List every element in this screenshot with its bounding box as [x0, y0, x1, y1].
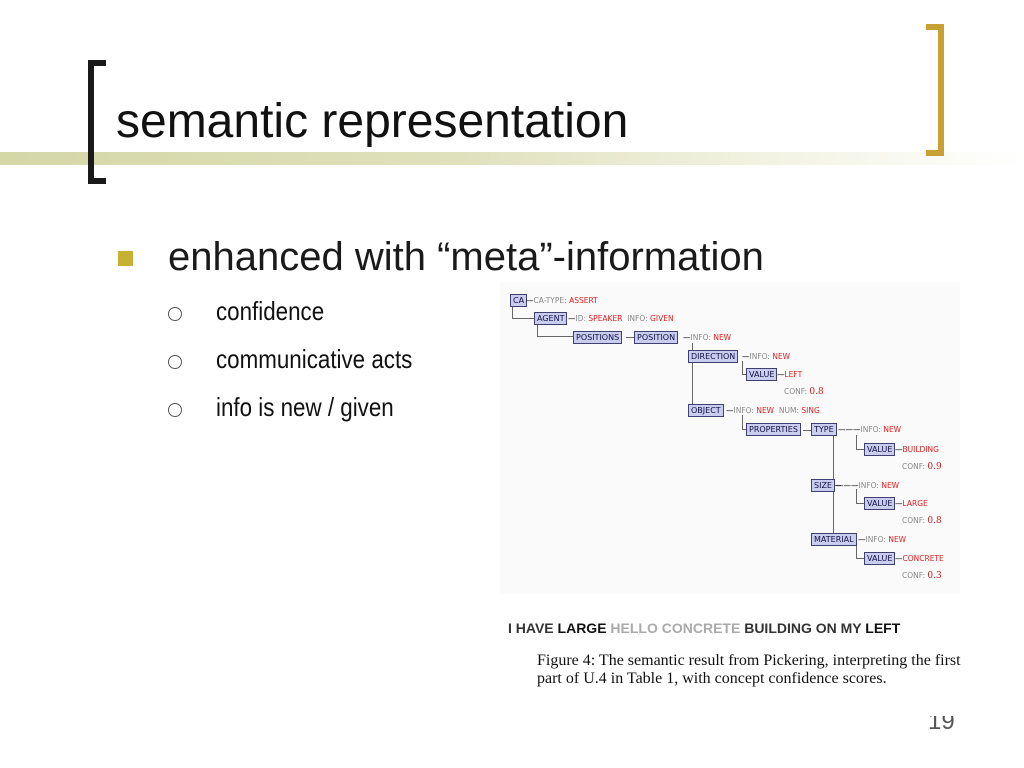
node-type: TYPE [811, 423, 837, 436]
tree-connector [692, 343, 693, 410]
node-object: OBJECT [688, 404, 724, 417]
type-info: ———INFO: NEW [838, 425, 902, 434]
node-material: MATERIAL [811, 533, 857, 546]
agent-attributes: —ID: SPEAKER INFO: GIVEN [568, 314, 674, 323]
tree-connector [856, 435, 857, 449]
tree-connector [856, 489, 857, 503]
tree-connector [803, 430, 811, 431]
node-direction: DIRECTION [688, 350, 739, 363]
left-bracket-decoration [88, 60, 106, 184]
node-value-material: VALUE [864, 552, 896, 565]
node-value-type: VALUE [864, 443, 896, 456]
node-agent: AGENT [534, 312, 568, 325]
tree-connector [856, 503, 864, 504]
node-properties: PROPERTIES [746, 423, 801, 436]
tree-connector [537, 324, 538, 336]
sub-bullet-confidence: confidence [216, 296, 325, 326]
main-bullet: enhanced with “meta”-information [168, 235, 764, 279]
circle-bullet-icon [168, 307, 182, 321]
node-positions: POSITIONS [573, 331, 623, 344]
tree-connector [742, 429, 746, 430]
tree-connector [856, 449, 864, 450]
direction-info: —INFO: NEW [742, 352, 791, 361]
tree-connector [742, 415, 743, 429]
tree-connector [537, 336, 573, 337]
material-value: —CONCRETE [895, 554, 944, 563]
right-bracket-decoration [926, 24, 944, 156]
node-ca: CA [510, 294, 528, 307]
node-position: POSITION [634, 331, 679, 344]
object-attributes: —INFO: NEW NUM: SING [726, 406, 820, 415]
size-info: ———INFO: NEW [836, 481, 900, 490]
title-underline-band [0, 152, 1024, 165]
tree-connector [856, 558, 864, 559]
tree-connector [742, 374, 746, 375]
tree-connector [626, 337, 634, 338]
slide-title: semantic representation [116, 95, 629, 148]
circle-bullet-icon [168, 355, 182, 369]
node-value-direction: VALUE [746, 368, 778, 381]
tree-connector [512, 300, 513, 318]
direction-confidence: CONF: 0.8 [784, 387, 824, 397]
concrete-confidence: CONF: 0.3 [902, 571, 942, 581]
circle-bullet-icon [168, 403, 182, 417]
large-confidence: CONF: 0.8 [902, 516, 942, 526]
node-value-size: VALUE [864, 497, 896, 510]
figure-caption: Figure 4: The semantic result from Picke… [537, 652, 961, 687]
tree-connector [742, 361, 743, 374]
tree-connector [856, 544, 857, 558]
semantic-tree-figure: CA —CA-TYPE: ASSERT AGENT —ID: SPEAKER I… [500, 282, 960, 594]
material-info: —INFO: NEW [858, 535, 907, 544]
direction-value: —LEFT [777, 370, 803, 379]
type-value: —BUILDING [895, 445, 939, 454]
building-confidence: CONF: 0.9 [902, 462, 942, 472]
sub-bullet-communicative-acts: communicative acts [216, 344, 413, 374]
sub-bullet-info: info is new / given [216, 392, 394, 422]
position-info: —INFO: NEW [683, 333, 732, 342]
size-value: —LARGE [895, 499, 928, 508]
ca-type-attribute: —CA-TYPE: ASSERT [526, 296, 598, 305]
node-size: SIZE [811, 479, 835, 492]
square-bullet-icon [118, 251, 133, 266]
recognized-utterance: I HAVE LARGE HELLO CONCRETE BUILDING ON … [508, 620, 901, 636]
slide-number: 19 [928, 716, 955, 730]
tree-connector [512, 318, 534, 319]
tree-connector [833, 485, 841, 486]
